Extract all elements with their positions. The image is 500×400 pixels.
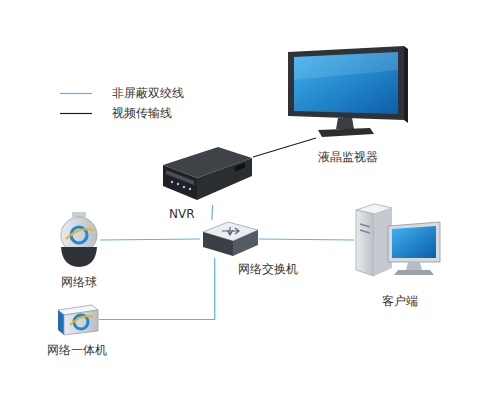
client-pc-node: 客户端	[354, 203, 444, 277]
utp-cable	[211, 205, 213, 220]
client-pc-icon	[356, 204, 440, 276]
device-label: 网络交换机	[238, 262, 298, 276]
dome-camera-icon	[61, 212, 97, 267]
network-switch-node: 网络交换机	[200, 220, 259, 258]
lcd-monitor-node: 液晶监视器	[285, 46, 409, 138]
device-label: 液晶监视器	[318, 150, 378, 164]
device-label: NVR	[169, 207, 195, 221]
network-camera-node: 网络一体机	[55, 303, 99, 336]
network-switch-icon	[203, 222, 258, 256]
nvr-node: NVR	[163, 145, 253, 205]
nvr-icon	[163, 147, 252, 200]
dome-camera-node: 网络球	[56, 212, 100, 268]
network-camera-icon	[58, 305, 98, 335]
video-cable	[253, 138, 316, 157]
legend-text: 非屏蔽双绞线	[112, 85, 184, 101]
legend-line-sample	[60, 105, 94, 121]
utp-cable	[100, 239, 200, 240]
legend-line-sample	[60, 85, 94, 101]
device-label: 网络球	[61, 275, 97, 289]
lcd-monitor-icon	[288, 46, 408, 137]
utp-cable	[259, 239, 354, 240]
device-label: 客户端	[382, 294, 418, 308]
legend-text: 视频传输线	[112, 105, 172, 121]
utp-cable	[99, 258, 215, 320]
device-label: 网络一体机	[47, 343, 107, 357]
